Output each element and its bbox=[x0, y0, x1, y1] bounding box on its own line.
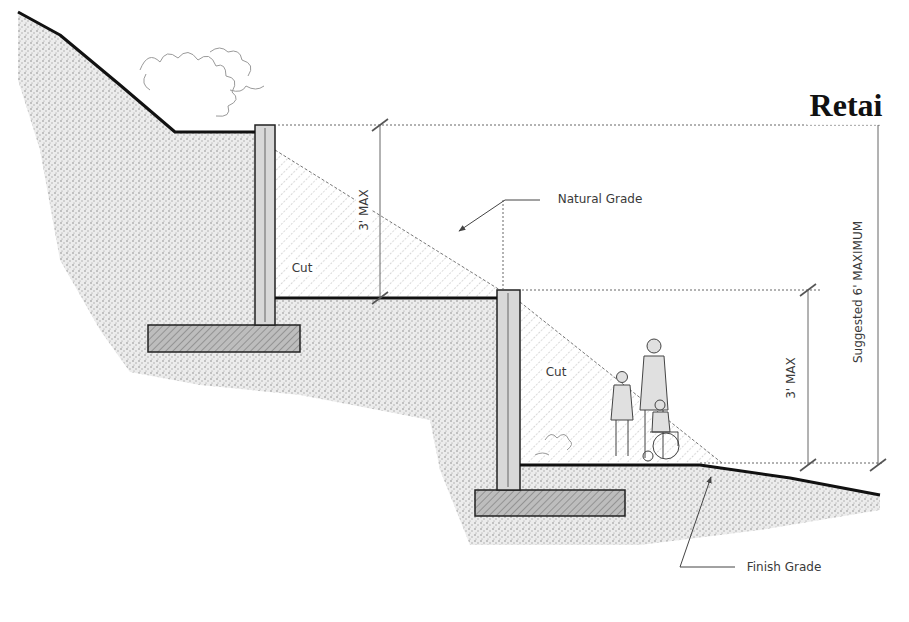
leader-line bbox=[680, 477, 735, 567]
callout-label: Finish Grade bbox=[744, 559, 825, 575]
dimension-label: 3' MAX bbox=[356, 186, 372, 234]
footing bbox=[148, 325, 300, 352]
cut-hatch bbox=[275, 150, 500, 298]
dimension-lines bbox=[278, 119, 886, 471]
cut-label: Cut bbox=[289, 260, 316, 276]
vegetation bbox=[535, 434, 572, 455]
wall-stem bbox=[497, 290, 520, 490]
dimension-label: 3' MAX bbox=[783, 354, 799, 402]
footing bbox=[475, 490, 625, 516]
finish-grade-line bbox=[18, 12, 880, 495]
wall-stem bbox=[255, 125, 275, 325]
wall-core bbox=[508, 293, 509, 487]
title-fragment: Retai bbox=[807, 85, 886, 125]
soil-stipple bbox=[18, 12, 880, 545]
cut-label: Cut bbox=[543, 364, 570, 380]
dimension-label: Suggested 6' MAXIMUM bbox=[850, 218, 866, 366]
cut-hatch bbox=[520, 302, 722, 463]
vegetation bbox=[140, 48, 264, 116]
wall-core bbox=[265, 128, 266, 322]
leader-line bbox=[459, 200, 540, 231]
callout-label: Natural Grade bbox=[555, 191, 646, 207]
people-figures bbox=[611, 339, 679, 461]
